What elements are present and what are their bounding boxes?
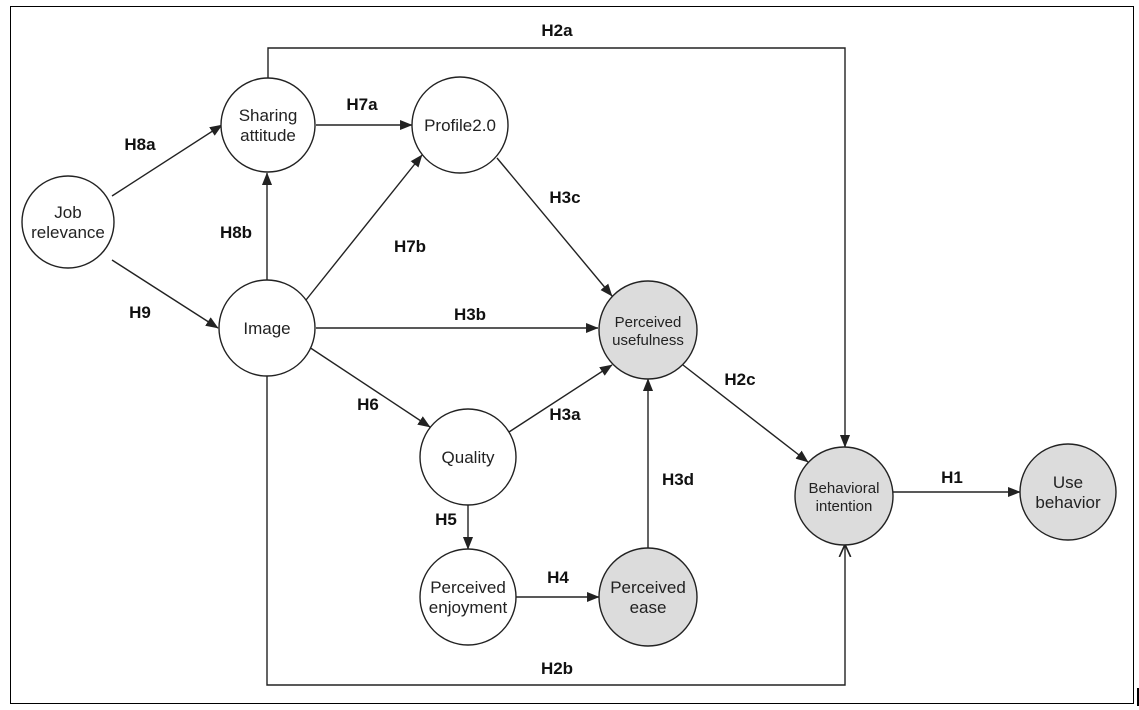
node-circle <box>1019 443 1117 541</box>
node-label-line: Use <box>1053 473 1083 492</box>
edge-image-to-quality <box>305 344 431 428</box>
edge-label-h7b: H7b <box>394 237 426 256</box>
edge-label-h4: H4 <box>547 568 569 587</box>
edge-label-h8a: H8a <box>124 135 156 154</box>
edge-label-h2a: H2a <box>541 21 573 40</box>
edge-label-h7a: H7a <box>346 95 378 114</box>
edge-image-to-profile20 <box>305 154 423 301</box>
node-circle <box>218 279 316 377</box>
edge-label-h1: H1 <box>941 468 963 487</box>
node-label-line: ease <box>630 598 667 617</box>
node-label-line: Profile2.0 <box>424 116 496 135</box>
node-circle <box>21 175 115 269</box>
edge-sharing-attitude-to-behavioral-intention <box>267 47 851 448</box>
node-label-line: Job <box>54 203 81 222</box>
edge-image-to-behavioral-intention <box>266 376 845 686</box>
edge-label-h8b: H8b <box>220 223 252 242</box>
edge-label-h2b: H2b <box>541 659 573 678</box>
edge-label-h3d: H3d <box>662 470 694 489</box>
node-label-line: behavior <box>1035 493 1101 512</box>
node-label-line: Image <box>243 319 290 338</box>
node-circle <box>411 76 509 174</box>
edge-profile20-to-perceived-usefulness <box>496 157 613 297</box>
node-label-line: intention <box>816 498 873 515</box>
node-circle <box>220 77 316 173</box>
page-edge-mark <box>1137 688 1139 706</box>
node-label-line: relevance <box>31 223 105 242</box>
node-label-line: attitude <box>240 126 296 145</box>
edges-layer <box>111 47 1021 686</box>
edge-label-h3b: H3b <box>454 305 486 324</box>
node-label-line: enjoyment <box>429 598 508 617</box>
diagram-frame <box>10 6 1134 704</box>
node-circle <box>419 548 517 646</box>
node-label-line: Perceived <box>615 314 682 331</box>
node-quality: Quality <box>419 408 517 506</box>
edge-label-h5: H5 <box>435 510 457 529</box>
edge-quality-to-perceived-usefulness <box>508 364 613 433</box>
edge-label-h9: H9 <box>129 303 151 322</box>
edge-job-relevance-to-image <box>111 259 219 329</box>
edge-job-relevance-to-sharing-attitude <box>111 124 223 197</box>
node-label-line: Sharing <box>239 106 298 125</box>
node-profile20: Profile2.0 <box>411 76 509 174</box>
edge-label-h3a: H3a <box>549 405 581 424</box>
node-circle <box>598 547 698 647</box>
edge-label-h6: H6 <box>357 395 379 414</box>
node-image: Image <box>218 279 316 377</box>
node-circle <box>598 280 698 380</box>
node-circle <box>419 408 517 506</box>
edge-perceived-usefulness-to-behavioral-intention <box>682 364 809 463</box>
edge-label-h3c: H3c <box>549 188 580 207</box>
node-label-line: Perceived <box>430 578 506 597</box>
node-label-line: Perceived <box>610 578 686 597</box>
node-label-line: usefulness <box>612 332 684 349</box>
node-label-line: Behavioral <box>809 480 880 497</box>
edge-label-h2c: H2c <box>724 370 755 389</box>
node-label-line: Quality <box>442 448 495 467</box>
node-circle <box>794 446 894 546</box>
